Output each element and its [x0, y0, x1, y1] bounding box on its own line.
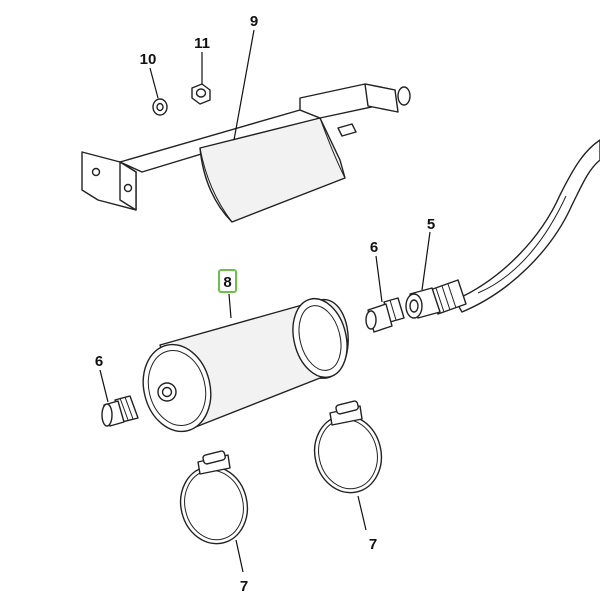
washer[interactable] [152, 98, 168, 116]
callouts: 9 10 11 5 6 8 6 7 7 [95, 13, 435, 595]
callout-11: 11 [194, 35, 210, 52]
leader-8 [228, 293, 232, 319]
leader-7-right [357, 495, 367, 531]
receiver-drier-cylinder[interactable] [134, 293, 355, 439]
union-fitting-upper[interactable] [365, 297, 405, 333]
leader-lines [99, 29, 431, 573]
hose-clamp-left[interactable] [173, 450, 256, 550]
leader-10 [149, 67, 159, 99]
callout-7-right: 7 [369, 536, 377, 553]
union-fitting-left[interactable] [101, 395, 139, 427]
callout-10: 10 [140, 51, 157, 68]
leader-9 [233, 29, 255, 141]
hex-nut[interactable] [191, 83, 211, 105]
hose[interactable] [454, 139, 600, 313]
hose-fitting[interactable] [405, 279, 467, 319]
hose-clamp-right[interactable] [307, 400, 390, 499]
leader-7-left [235, 539, 244, 573]
callout-6-upper: 6 [370, 239, 378, 256]
leader-6-upper [375, 255, 383, 303]
mounting-bracket[interactable] [81, 83, 411, 223]
callout-7-left: 7 [240, 578, 248, 595]
callout-8-highlight [218, 269, 237, 293]
callout-9: 9 [250, 13, 258, 30]
leader-6-left [99, 369, 109, 403]
callout-8: 8 [223, 274, 231, 291]
callout-6-left: 6 [95, 353, 103, 370]
callout-5: 5 [427, 216, 435, 233]
leader-5 [421, 231, 431, 291]
